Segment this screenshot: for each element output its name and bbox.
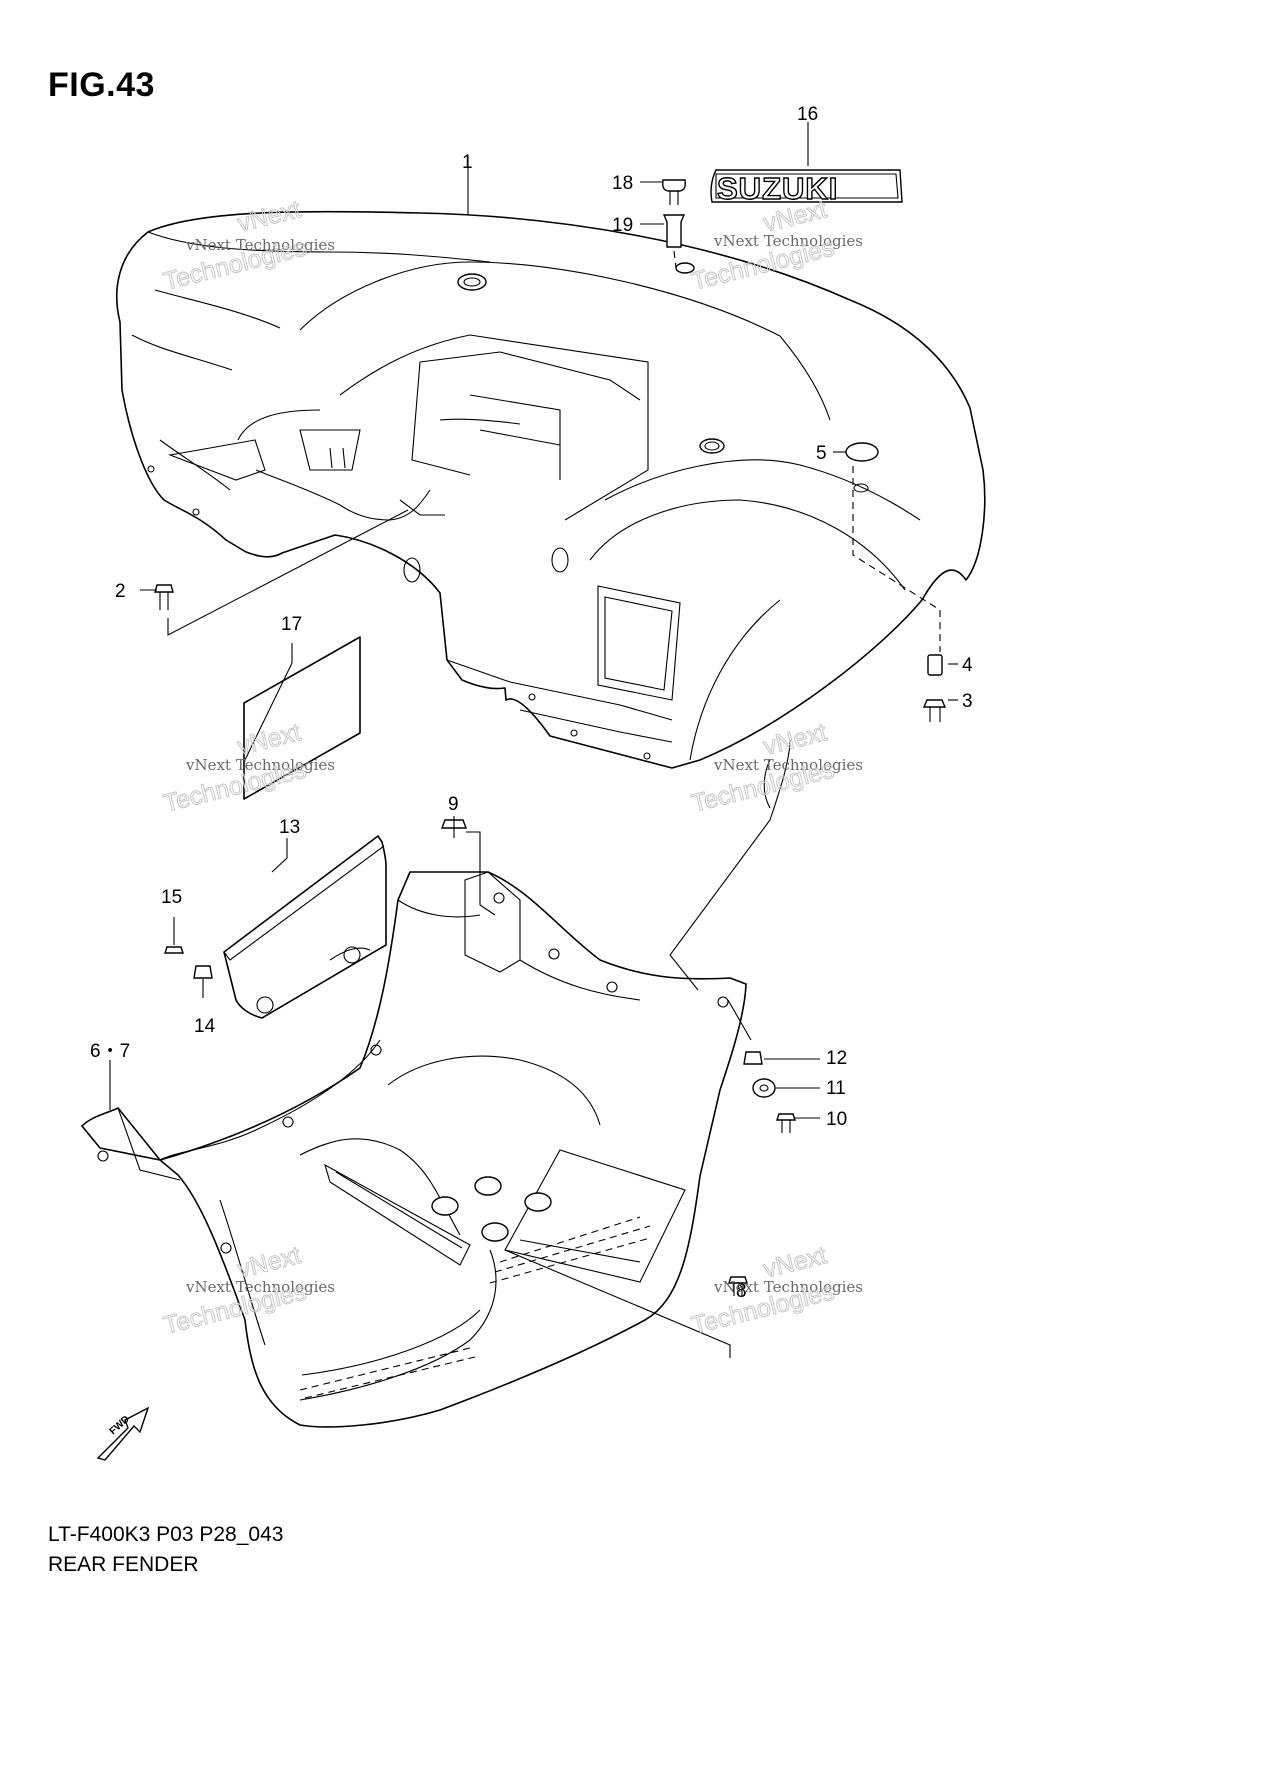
plate-part-17 [243, 636, 361, 800]
svg-text:vNext: vNext [761, 718, 830, 761]
callout-18: 18 [612, 173, 633, 194]
callout-3: 3 [962, 691, 973, 712]
callout-1: 1 [462, 152, 473, 173]
svg-text:vNext Technologies: vNext Technologies [185, 1278, 335, 1296]
rear-fender-part-1 [115, 210, 986, 769]
callout-16: 16 [797, 104, 818, 125]
watermark-middle-left: vNext vNext Technologies Technologies [160, 718, 335, 819]
svg-text:vNext Technologies: vNext Technologies [713, 1278, 863, 1296]
figure-name: REAR FENDER [48, 1553, 199, 1576]
watermark-bottom-right: vNext vNext Technologies Technologies [688, 1241, 863, 1341]
watermark-top-left: vNext vNext Technologies Technologies [160, 195, 335, 297]
callout-2: 2 [115, 581, 126, 602]
watermark-bottom-left: vNext vNext Technologies Technologies [160, 1241, 335, 1341]
callout-15: 15 [161, 887, 182, 908]
callout-5: 5 [816, 443, 827, 464]
callout-14: 14 [194, 1016, 216, 1037]
callout-17: 17 [281, 614, 302, 635]
figure-title: FIG.43 [48, 66, 155, 104]
callout-8: 8 [736, 1281, 747, 1302]
model-code: LT-F400K3 P03 P28_043 [48, 1523, 284, 1546]
callout-13: 13 [279, 817, 300, 838]
callout-11: 11 [826, 1078, 846, 1099]
grip-dot-rows [299, 1216, 651, 1399]
watermark-top-right: vNext vNext Technologies Technologies [688, 195, 863, 297]
callout-4: 4 [962, 655, 973, 676]
suzuki-emblem-part-16: SUZUKI [710, 169, 903, 207]
svg-text:vNext Technologies: vNext Technologies [185, 756, 335, 774]
footrest-part-6-7 [81, 871, 747, 1428]
bracket-part-13 [223, 835, 387, 1019]
svg-text:vNext Technologies: vNext Technologies [185, 236, 335, 254]
leader-lines [109, 122, 958, 1358]
callout-12: 12 [826, 1048, 847, 1069]
svg-text:vNext Technologies: vNext Technologies [713, 232, 863, 250]
callout-6-7: 6・7 [90, 1041, 130, 1062]
callout-19: 19 [612, 215, 633, 236]
fwd-direction-arrow-icon: FWD [96, 1406, 150, 1461]
callout-9: 9 [448, 794, 459, 815]
callout-labels: 1 2 3 4 5 6・7 8 9 10 11 12 13 14 15 16 1… [90, 104, 973, 1302]
svg-text:vNext Technologies: vNext Technologies [713, 756, 863, 774]
emblem-logo-text: SUZUKI [717, 171, 838, 206]
svg-text:vNext: vNext [235, 718, 304, 761]
svg-text:vNext: vNext [235, 195, 304, 238]
callout-10: 10 [826, 1109, 847, 1130]
